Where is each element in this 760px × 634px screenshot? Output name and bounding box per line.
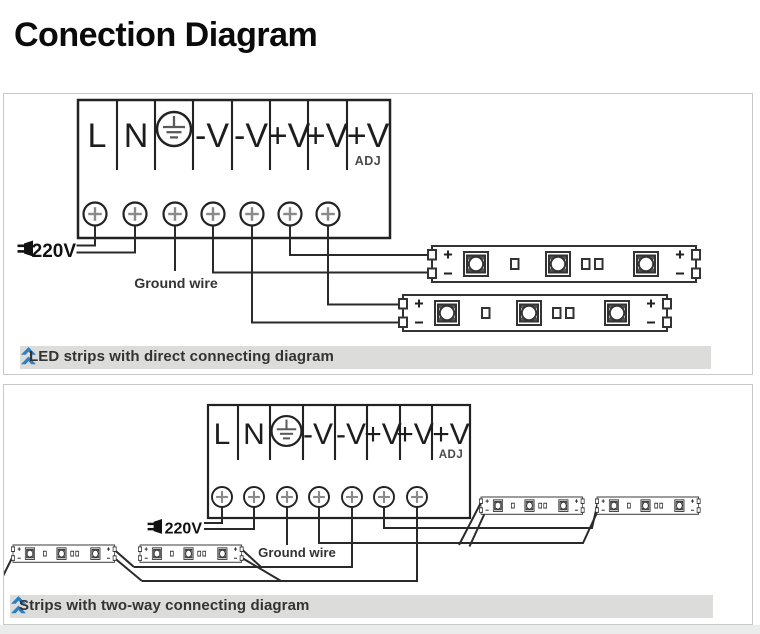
terminal-label-pos-v-adj: +V: [347, 117, 390, 155]
terminal-label-pos-v-2: +V: [306, 117, 349, 155]
wires: [76, 226, 429, 324]
adj-label: ADJ: [439, 449, 464, 461]
caption-bar-direct: LED strips with direct connecting diagra…: [20, 346, 711, 369]
direct-connection-diagram: L N -V -V +V +V +V ADJ: [17, 98, 752, 374]
screw-terminals: [210, 485, 429, 509]
voltage-label: 220V: [32, 241, 77, 262]
screw-terminals: [82, 201, 341, 227]
terminal-label-pos-v-2: +V: [396, 418, 434, 451]
terminal-label-neg-v-1: -V: [195, 117, 229, 155]
led-strip: [595, 497, 700, 514]
terminal-label-pos-v-1: +V: [364, 418, 402, 451]
terminal-label-n: N: [124, 117, 149, 155]
terminal-label-l: L: [214, 418, 231, 451]
page-title: Conection Diagram: [14, 16, 318, 54]
terminal-label-n: N: [243, 418, 265, 451]
terminal-label-l: L: [88, 117, 107, 155]
diagram-panel-direct: L N -V -V +V +V +V ADJ: [3, 93, 753, 375]
caption-text: Strips with two-way connecting diagram: [19, 597, 310, 614]
caption-text: LED strips with direct connecting diagra…: [29, 348, 334, 365]
voltage-label: 220V: [165, 521, 203, 538]
two-way-connection-diagram: L N -V -V +V +V +V ADJ: [4, 403, 752, 582]
terminal-label-neg-v-2: -V: [336, 418, 366, 451]
terminal-block: L N -V -V +V +V +V ADJ: [206, 403, 472, 520]
double-chevron-up-icon: [11, 596, 26, 614]
led-strip: [399, 295, 671, 331]
terminal-label-pos-v-adj: +V: [432, 418, 470, 451]
double-chevron-up-icon: [21, 347, 36, 365]
wires: [4, 501, 599, 582]
led-strip: [11, 545, 116, 562]
led-strip: [428, 246, 700, 282]
caption-bar-two-way: Strips with two-way connecting diagram: [10, 595, 713, 618]
power-plug-icon: [147, 519, 162, 534]
earth-ground-icon: [270, 414, 303, 448]
led-strip: [479, 497, 584, 514]
adj-label: ADJ: [355, 154, 382, 168]
ground-wire-label: Ground wire: [134, 276, 218, 292]
terminal-label-neg-v-1: -V: [303, 418, 333, 451]
earth-ground-icon: [155, 110, 193, 148]
led-strip: [138, 545, 243, 562]
terminal-label-pos-v-1: +V: [268, 117, 311, 155]
terminal-label-neg-v-2: -V: [234, 117, 268, 155]
diagram-panel-two-way: L N -V -V +V +V +V ADJ: [3, 384, 753, 625]
terminal-block: L N -V -V +V +V +V ADJ: [76, 98, 392, 240]
ground-wire-label: Ground wire: [258, 545, 336, 560]
page-footer-strip: [0, 625, 760, 634]
